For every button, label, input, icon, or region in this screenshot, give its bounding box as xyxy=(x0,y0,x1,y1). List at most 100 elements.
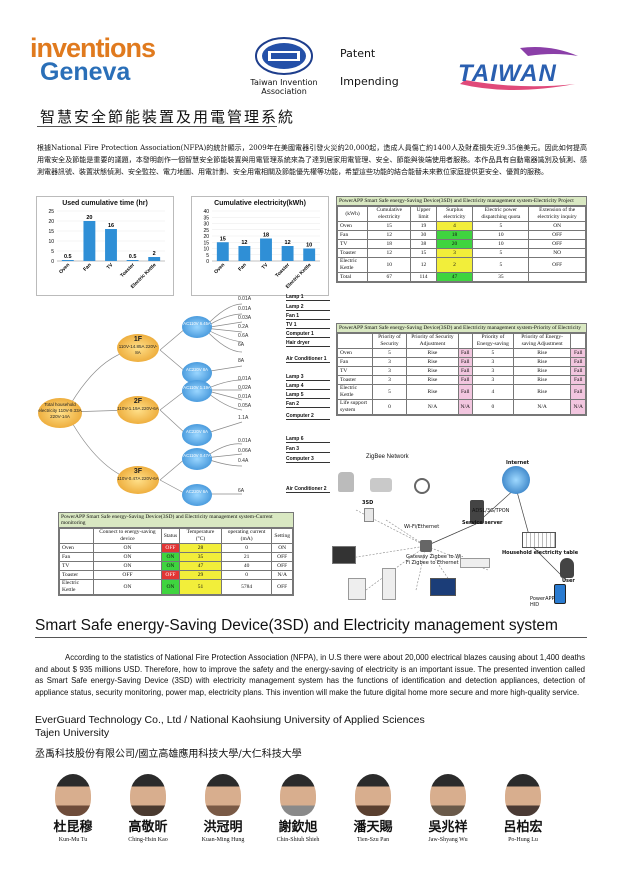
table-cell: ON xyxy=(160,579,181,595)
category-label: Toaster xyxy=(119,262,136,279)
load-current: 0.6A xyxy=(238,333,249,339)
table-cell: Rise xyxy=(406,384,459,400)
chart-title: Used cumulative time (hr) xyxy=(62,200,148,207)
en-title: Smart Safe energy-Saving Device(3SD) and… xyxy=(35,617,558,634)
column-header: Setting xyxy=(271,528,293,544)
circuit-node: AC110V 6.45A xyxy=(182,316,212,338)
column-header: Surplus electricity xyxy=(435,206,474,222)
table-cell: Fall xyxy=(570,366,586,376)
inventor-card: 吳兆祥 Jaw-Shyang Wu xyxy=(412,774,484,844)
column-header xyxy=(457,333,474,349)
toaster-icon xyxy=(370,478,392,492)
taiwan-logo-text: TAIWAN xyxy=(458,60,557,87)
taiwan-invention-association-logo: Taiwan Invention Association xyxy=(244,36,324,96)
y-tick-label: 35 xyxy=(203,215,209,221)
zh-title: 智慧安全節能裝置及用電管理系統 xyxy=(40,108,296,126)
bar xyxy=(105,229,117,261)
network-user-label: User xyxy=(562,578,575,584)
user-icon xyxy=(560,558,574,578)
table-cell: Fall xyxy=(570,384,586,400)
bar xyxy=(281,246,294,261)
table-cell: Rise xyxy=(406,348,459,358)
network-gateway-label: Gateway Zigbee to Wi-Fi Zigbee to Ethern… xyxy=(406,554,464,566)
table-cell: OFF xyxy=(93,570,162,580)
inventor-name-en: Chin-Shiuh Shieh xyxy=(276,837,320,843)
table-cell: 67 xyxy=(367,272,412,282)
table-cell: 5 xyxy=(371,348,408,358)
load-current: 0.01A xyxy=(238,296,252,302)
load-current: 0.02A xyxy=(238,385,252,391)
table-cell: 30 xyxy=(410,230,437,240)
inventor-photo xyxy=(130,774,166,816)
inventor-name-zh: 潘天賜 xyxy=(353,820,393,835)
table-cell: 3 xyxy=(371,375,408,385)
table-cell: 3 xyxy=(371,366,408,376)
load-current: 8A xyxy=(238,358,245,364)
table-cell: 3 xyxy=(472,375,514,385)
table-cell: OFF xyxy=(271,561,293,571)
chart-used-time-plot: 05101520250.5Oven20Fan16TV0.5Toaster2Ele… xyxy=(48,209,165,290)
table-cell: Oven xyxy=(337,348,373,358)
data-label: 2 xyxy=(153,251,156,257)
table-cell: Rise xyxy=(512,384,572,400)
table-cell: 15 xyxy=(410,248,437,258)
inventor-name-zh: 高敬昕 xyxy=(128,820,168,835)
table-cell: OFF xyxy=(271,579,293,595)
table-cell: 12 xyxy=(367,248,412,258)
column-header: Priority of Security xyxy=(371,333,408,349)
inventor-photo xyxy=(430,774,466,816)
table-cell: Fall xyxy=(457,366,474,376)
table-cell: 114 xyxy=(410,272,437,282)
tree-root-node: Total household electricity 110V-9.33A 2… xyxy=(38,398,82,428)
y-tick-label: 10 xyxy=(203,247,209,253)
chart-title: Cumulative electricity(kWh) xyxy=(214,200,306,207)
table-cell: Fall xyxy=(570,375,586,385)
3sd-device-icon xyxy=(364,508,374,522)
table-cell: 5 xyxy=(472,221,530,231)
table-cell: Electric Kettle xyxy=(337,384,373,400)
bar xyxy=(61,260,74,261)
load-name: Air Conditioner 1 xyxy=(286,356,330,363)
table-priority: PowerAPP Smart Safe energy-Saving Device… xyxy=(336,323,587,416)
table-cell: TV xyxy=(58,561,95,571)
phone-icon xyxy=(554,584,566,604)
association-name-line1: Taiwan Invention xyxy=(250,78,318,87)
y-tick-label: 5 xyxy=(206,253,209,259)
data-label: 16 xyxy=(108,223,114,229)
inventor-name-en: Jaw-Shyang Wu xyxy=(428,837,468,843)
load-current: 0.01A xyxy=(238,306,252,312)
load-name: Fan 3 xyxy=(286,446,330,453)
patent-pending-label: Impending xyxy=(340,75,399,88)
table-cell: 20 xyxy=(435,239,474,249)
table-cell: 29 xyxy=(179,570,222,580)
column-header xyxy=(337,333,373,349)
load-name: TV 1 xyxy=(286,322,330,329)
table-cell: Fall xyxy=(457,357,474,367)
inventor-name-en: Tien-Szu Pan xyxy=(356,837,390,843)
table-cell: 3 xyxy=(371,357,408,367)
load-name: Computer 1 xyxy=(286,331,330,338)
association-seal-icon xyxy=(255,37,313,75)
data-label: 15 xyxy=(220,236,226,242)
load-name: Lamp 3 xyxy=(286,374,330,381)
network-title: ZigBee Network xyxy=(366,454,409,460)
table-cell: 15 xyxy=(367,221,412,231)
column-header: Extension of the electricity inquiry xyxy=(528,206,586,222)
y-tick-label: 10 xyxy=(48,239,54,245)
table-cell: ON xyxy=(93,543,162,553)
table-cell: 12 xyxy=(367,230,412,240)
load-name: Lamp 6 xyxy=(286,436,330,443)
table-cell: 3 xyxy=(435,248,474,258)
table-title: PowerAPP Smart Safe energy-Saving Device… xyxy=(59,513,293,528)
